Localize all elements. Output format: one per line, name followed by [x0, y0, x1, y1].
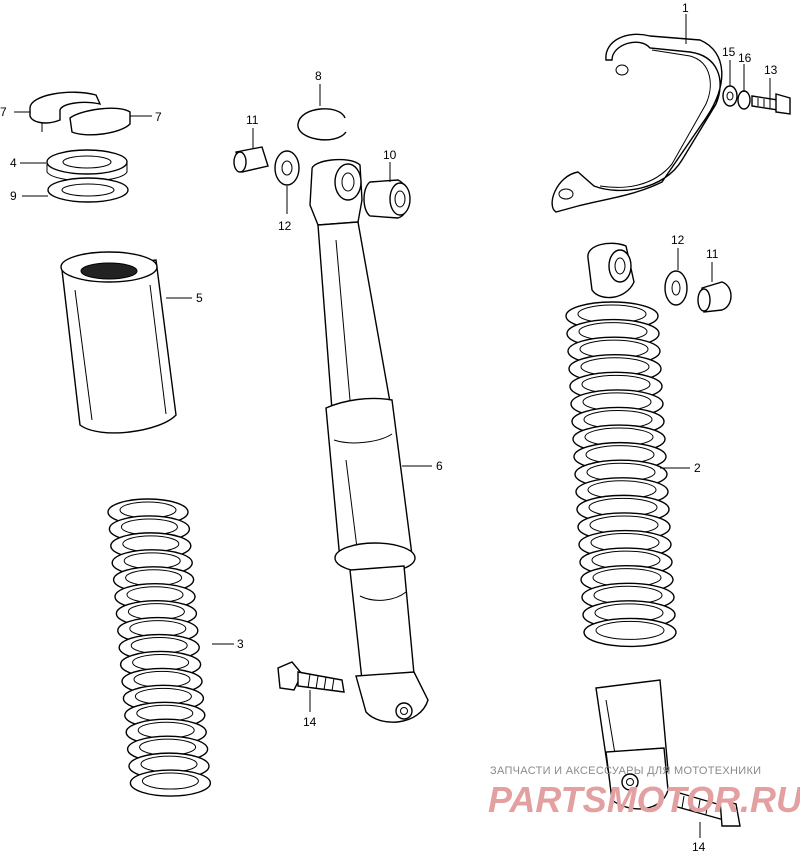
part-2-shock-absorber [565, 242, 677, 810]
callout-11-right: 11 [706, 247, 719, 261]
callout-15: 15 [722, 45, 736, 59]
callout-9: 9 [10, 189, 17, 203]
part-7-split-collar [29, 91, 131, 136]
callout-5: 5 [196, 291, 203, 305]
part-11-cap-nut-left [233, 146, 269, 173]
watermark-tagline: ЗАПЧАСТИ И АКСЕССУАРЫ ДЛЯ МОТОТЕХНИКИ [490, 765, 761, 777]
part-12-washer-left [274, 150, 300, 186]
callout-2: 2 [694, 461, 701, 475]
part-11-cap-nut-right [697, 281, 732, 313]
part-1-bracket [551, 33, 723, 213]
part-3-coil-spring [107, 498, 212, 797]
part-14-bolt-right [673, 791, 741, 827]
callout-3: 3 [237, 637, 244, 651]
callout-8: 8 [315, 69, 322, 83]
spring-coil [583, 617, 677, 648]
callout-7-left: 7 [0, 105, 7, 119]
spring-coil [129, 769, 212, 797]
part-5-cover-tube [60, 251, 177, 434]
callout-11-left: 11 [246, 113, 259, 127]
part-4-spring-seat [46, 149, 128, 182]
spring-coil-inner [141, 772, 199, 790]
part-13-bolt [751, 93, 791, 115]
callout-12-right: 12 [671, 233, 685, 247]
callout-12-left: 12 [278, 219, 292, 233]
part-8-circlip [297, 108, 347, 141]
part-12-washer-right [664, 270, 688, 306]
part-9-washer [47, 177, 129, 203]
shock-spring [565, 301, 677, 648]
watermark-brand: PARTSMOTOR.RU [488, 779, 800, 820]
callout-13: 13 [764, 63, 778, 77]
callout-16: 16 [738, 51, 752, 65]
spring-coil-inner [595, 620, 665, 640]
callout-7-right: 7 [155, 110, 162, 124]
callout-labels: 7 7 4 9 5 3 8 11 12 10 6 14 1 15 16 13 1… [0, 1, 778, 854]
leader-lines [14, 14, 771, 838]
part-15-washer [722, 85, 738, 107]
part-6-damper [309, 158, 429, 723]
watermark: ЗАПЧАСТИ И АКСЕССУАРЫ ДЛЯ МОТОТЕХНИКИ PA… [488, 765, 800, 820]
callout-1: 1 [682, 1, 689, 15]
part-16-lock-washer [737, 90, 751, 110]
callout-6: 6 [436, 459, 443, 473]
callout-10: 10 [383, 148, 397, 162]
part-10-bushing [363, 179, 411, 219]
callout-4: 4 [10, 156, 17, 170]
callout-14-left: 14 [303, 715, 317, 729]
callout-14-right: 14 [692, 840, 706, 854]
part-14-bolt-left [277, 661, 345, 693]
